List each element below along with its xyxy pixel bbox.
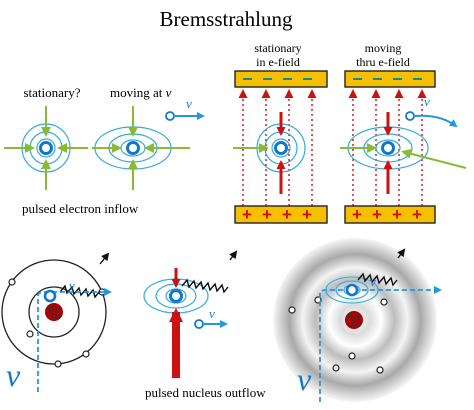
e-field-lines	[238, 89, 317, 206]
plus-sign: +	[372, 205, 382, 224]
stationary-label: stationary?	[23, 85, 80, 100]
photon-arrow	[397, 248, 406, 259]
nucleus-icon	[45, 303, 63, 321]
photon-arrow	[99, 252, 110, 265]
positive-plate: + + + +	[234, 205, 328, 224]
pulsed-outflow-label: pulsed nucleus outflow	[145, 385, 266, 400]
panel-efield-moving: moving thru e-field	[340, 41, 467, 224]
photon-arrow	[229, 250, 238, 261]
efield-stationary-line1: stationary	[254, 41, 301, 55]
inflow-arrows	[4, 106, 88, 190]
efield-stationary-line2: in e-field	[256, 55, 300, 69]
electron-icon	[43, 289, 57, 303]
electron-icon	[381, 141, 395, 155]
velocity-label-large: v	[297, 361, 312, 397]
orbital-electrons	[288, 296, 388, 374]
velocity-label: v	[186, 96, 192, 111]
negative-plate	[234, 70, 328, 88]
efield-moving-line2: thru e-field	[356, 55, 410, 69]
efield-moving-line1: moving	[365, 41, 402, 55]
velocity-label: v	[69, 278, 75, 293]
negative-plate	[344, 70, 436, 88]
inflow-arrows	[92, 106, 190, 190]
velocity-arrow-icon: v	[165, 96, 205, 121]
velocity-label-large: v	[6, 357, 21, 393]
electron-trajectory	[37, 288, 112, 392]
moving-label: moving at v	[110, 85, 172, 100]
plus-sign: +	[262, 205, 272, 224]
electron-trajectory	[319, 286, 442, 402]
plus-sign: +	[352, 205, 362, 224]
electron-icon	[274, 141, 288, 155]
panel-atom-shells: v v	[273, 238, 442, 402]
velocity-label: v	[424, 94, 430, 109]
plus-sign: +	[392, 205, 402, 224]
plus-sign: +	[412, 205, 422, 224]
positive-plate: + + + +	[344, 205, 436, 224]
pulsed-inflow-label: pulsed electron inflow	[22, 201, 139, 216]
velocity-label: v	[209, 306, 215, 321]
orbits	[1, 259, 107, 365]
plus-sign: +	[302, 205, 312, 224]
photon-wave-icon	[181, 278, 229, 294]
panel-stationary: stationary?	[4, 85, 88, 190]
panel-moving: moving at v v	[92, 85, 205, 190]
velocity-arrow-icon: v	[405, 94, 458, 128]
electron-icon	[169, 289, 183, 303]
photon-wave-icon	[357, 272, 398, 287]
plus-sign: +	[282, 205, 292, 224]
inflow-arrows	[340, 143, 467, 169]
electron-icon	[345, 283, 359, 297]
panel-nucleus-outflow: v	[143, 250, 238, 378]
moving-label-v: v	[166, 85, 172, 100]
panel-atom: v v	[1, 252, 112, 393]
title: Bremsstrahlung	[160, 7, 293, 31]
electron-icon	[126, 141, 140, 155]
electron-icon	[39, 141, 53, 155]
velocity-label: v	[370, 274, 376, 289]
velocity-arrow-icon: v	[194, 306, 228, 329]
plus-sign: +	[242, 205, 252, 224]
e-field-lines	[348, 89, 427, 206]
panel-efield-stationary: stationary in e-field	[233, 41, 328, 224]
nucleus-icon	[345, 311, 363, 329]
moving-label-prefix: moving at	[110, 85, 166, 100]
